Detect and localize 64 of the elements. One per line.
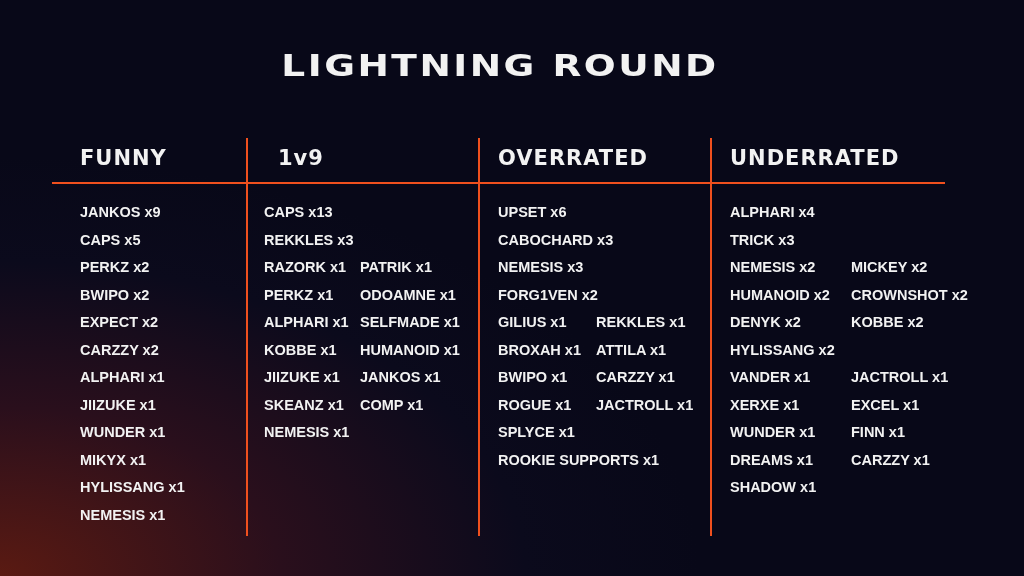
player-vote-count: HUMANOID x2 [730, 285, 830, 304]
player-vote-count: HYLISSANG x2 [730, 340, 835, 359]
player-vote-count: XERXE x1 [730, 395, 800, 414]
player-vote-count: NEMESIS x1 [80, 505, 166, 524]
player-vote-count: DREAMS x1 [730, 450, 813, 469]
player-vote-count: DENYK x2 [730, 313, 801, 331]
player-vote-count: NEMESIS x1 [264, 423, 350, 441]
player-vote-count: TRICK x3 [730, 230, 795, 249]
player-vote-count: REKKLES x3 [264, 230, 354, 249]
player-vote-count: BROXAH x1 [498, 340, 581, 359]
player-vote-count: CARZZY x2 [80, 340, 159, 359]
player-vote-count: REKKLES x1 [596, 313, 686, 331]
player-vote-count: CAPS x13 [264, 203, 333, 221]
player-vote-count: VANDER x1 [730, 368, 811, 386]
column-header: 1v9 [278, 146, 324, 170]
player-vote-count: KOBBE x2 [851, 313, 924, 331]
player-vote-count: MICKEY x2 [851, 258, 928, 276]
player-vote-count: ROOKIE SUPPORTS x1 [498, 450, 660, 469]
player-vote-count: JACTROLL x1 [851, 368, 949, 386]
player-vote-count: WUNDER x1 [80, 423, 166, 441]
player-vote-count: SELFMADE x1 [360, 313, 460, 331]
player-vote-count: ALPHARI x4 [730, 203, 815, 221]
player-vote-count: PATRIK x1 [360, 258, 432, 276]
player-vote-count: FORG1VEN x2 [498, 285, 598, 304]
player-vote-count: GILIUS x1 [498, 313, 567, 331]
player-vote-count: NEMESIS x2 [730, 258, 816, 276]
player-vote-count: EXPECT x2 [80, 313, 159, 331]
player-vote-count: JANKOS x9 [80, 203, 161, 221]
player-vote-count: FINN x1 [851, 423, 905, 441]
player-vote-count: EXCEL x1 [851, 395, 920, 414]
player-vote-count: SPLYCE x1 [498, 423, 575, 441]
player-vote-count: BWIPO x2 [80, 285, 150, 304]
title: LIGHTNING ROUND [280, 48, 720, 83]
player-vote-count: CROWNSHOT x2 [851, 285, 968, 304]
player-vote-count: CAPS x5 [80, 230, 141, 249]
player-vote-count: HYLISSANG x1 [80, 478, 185, 496]
column-header: UNDERRATED [730, 146, 900, 170]
player-vote-count: KOBBE x1 [264, 340, 337, 359]
player-vote-count: ROGUE x1 [498, 395, 572, 414]
column-header: OVERRATED [498, 146, 648, 170]
column-header: FUNNY [80, 146, 167, 170]
player-vote-count: BWIPO x1 [498, 368, 568, 386]
player-vote-count: JACTROLL x1 [596, 395, 694, 414]
player-vote-count: MIKYX x1 [80, 450, 147, 469]
player-vote-count: ALPHARI x1 [80, 368, 165, 386]
player-vote-count: WUNDER x1 [730, 423, 816, 441]
player-vote-count: ODOAMNE x1 [360, 285, 456, 304]
player-vote-count: NEMESIS x3 [498, 258, 584, 276]
player-vote-count: PERKZ x1 [264, 285, 334, 304]
player-vote-count: ATTILA x1 [596, 340, 667, 359]
player-vote-count: JIIZUKE x1 [264, 368, 340, 386]
player-vote-count: HUMANOID x1 [360, 340, 460, 359]
player-vote-count: UPSET x6 [498, 203, 567, 221]
player-vote-count: COMP x1 [360, 395, 424, 414]
player-vote-count: RAZORK x1 [264, 258, 347, 276]
player-vote-count: JANKOS x1 [360, 368, 441, 386]
player-vote-count: CARZZY x1 [596, 368, 675, 386]
player-vote-count: JIIZUKE x1 [80, 395, 156, 414]
player-vote-count: SHADOW x1 [730, 478, 817, 496]
player-vote-count: PERKZ x2 [80, 258, 150, 276]
player-vote-count: SKEANZ x1 [264, 395, 344, 414]
player-vote-count: ALPHARI x1 [264, 313, 349, 331]
player-vote-count: CABOCHARD x3 [498, 230, 614, 249]
player-vote-count: CARZZY x1 [851, 450, 930, 469]
